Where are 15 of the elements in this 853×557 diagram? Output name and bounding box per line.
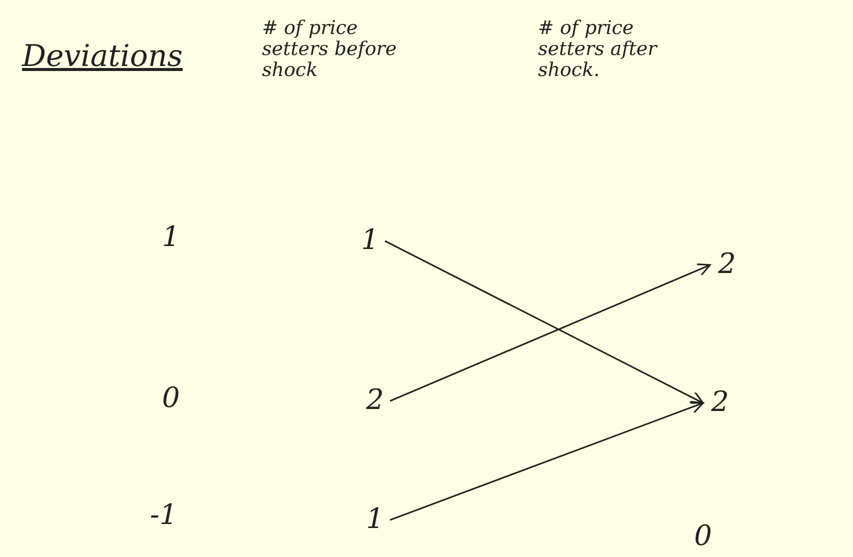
arrow bbox=[384, 240, 704, 404]
count-value: 1 bbox=[360, 505, 390, 533]
count-value: 2 bbox=[705, 388, 735, 416]
column-heading: # of price setters before shock bbox=[262, 18, 398, 81]
deviation-value: -1 bbox=[150, 500, 178, 531]
count-value: 2 bbox=[712, 250, 742, 278]
column-heading: # of price setters after shock. bbox=[538, 18, 659, 81]
deviation-value: 1 bbox=[162, 222, 181, 253]
arrow bbox=[390, 400, 704, 521]
count-value: 2 bbox=[360, 386, 390, 414]
arrow bbox=[390, 263, 711, 402]
count-value: 0 bbox=[688, 522, 718, 550]
deviation-value: 0 bbox=[162, 383, 181, 414]
count-value: 1 bbox=[355, 226, 385, 254]
column-heading: Deviations bbox=[22, 40, 184, 73]
